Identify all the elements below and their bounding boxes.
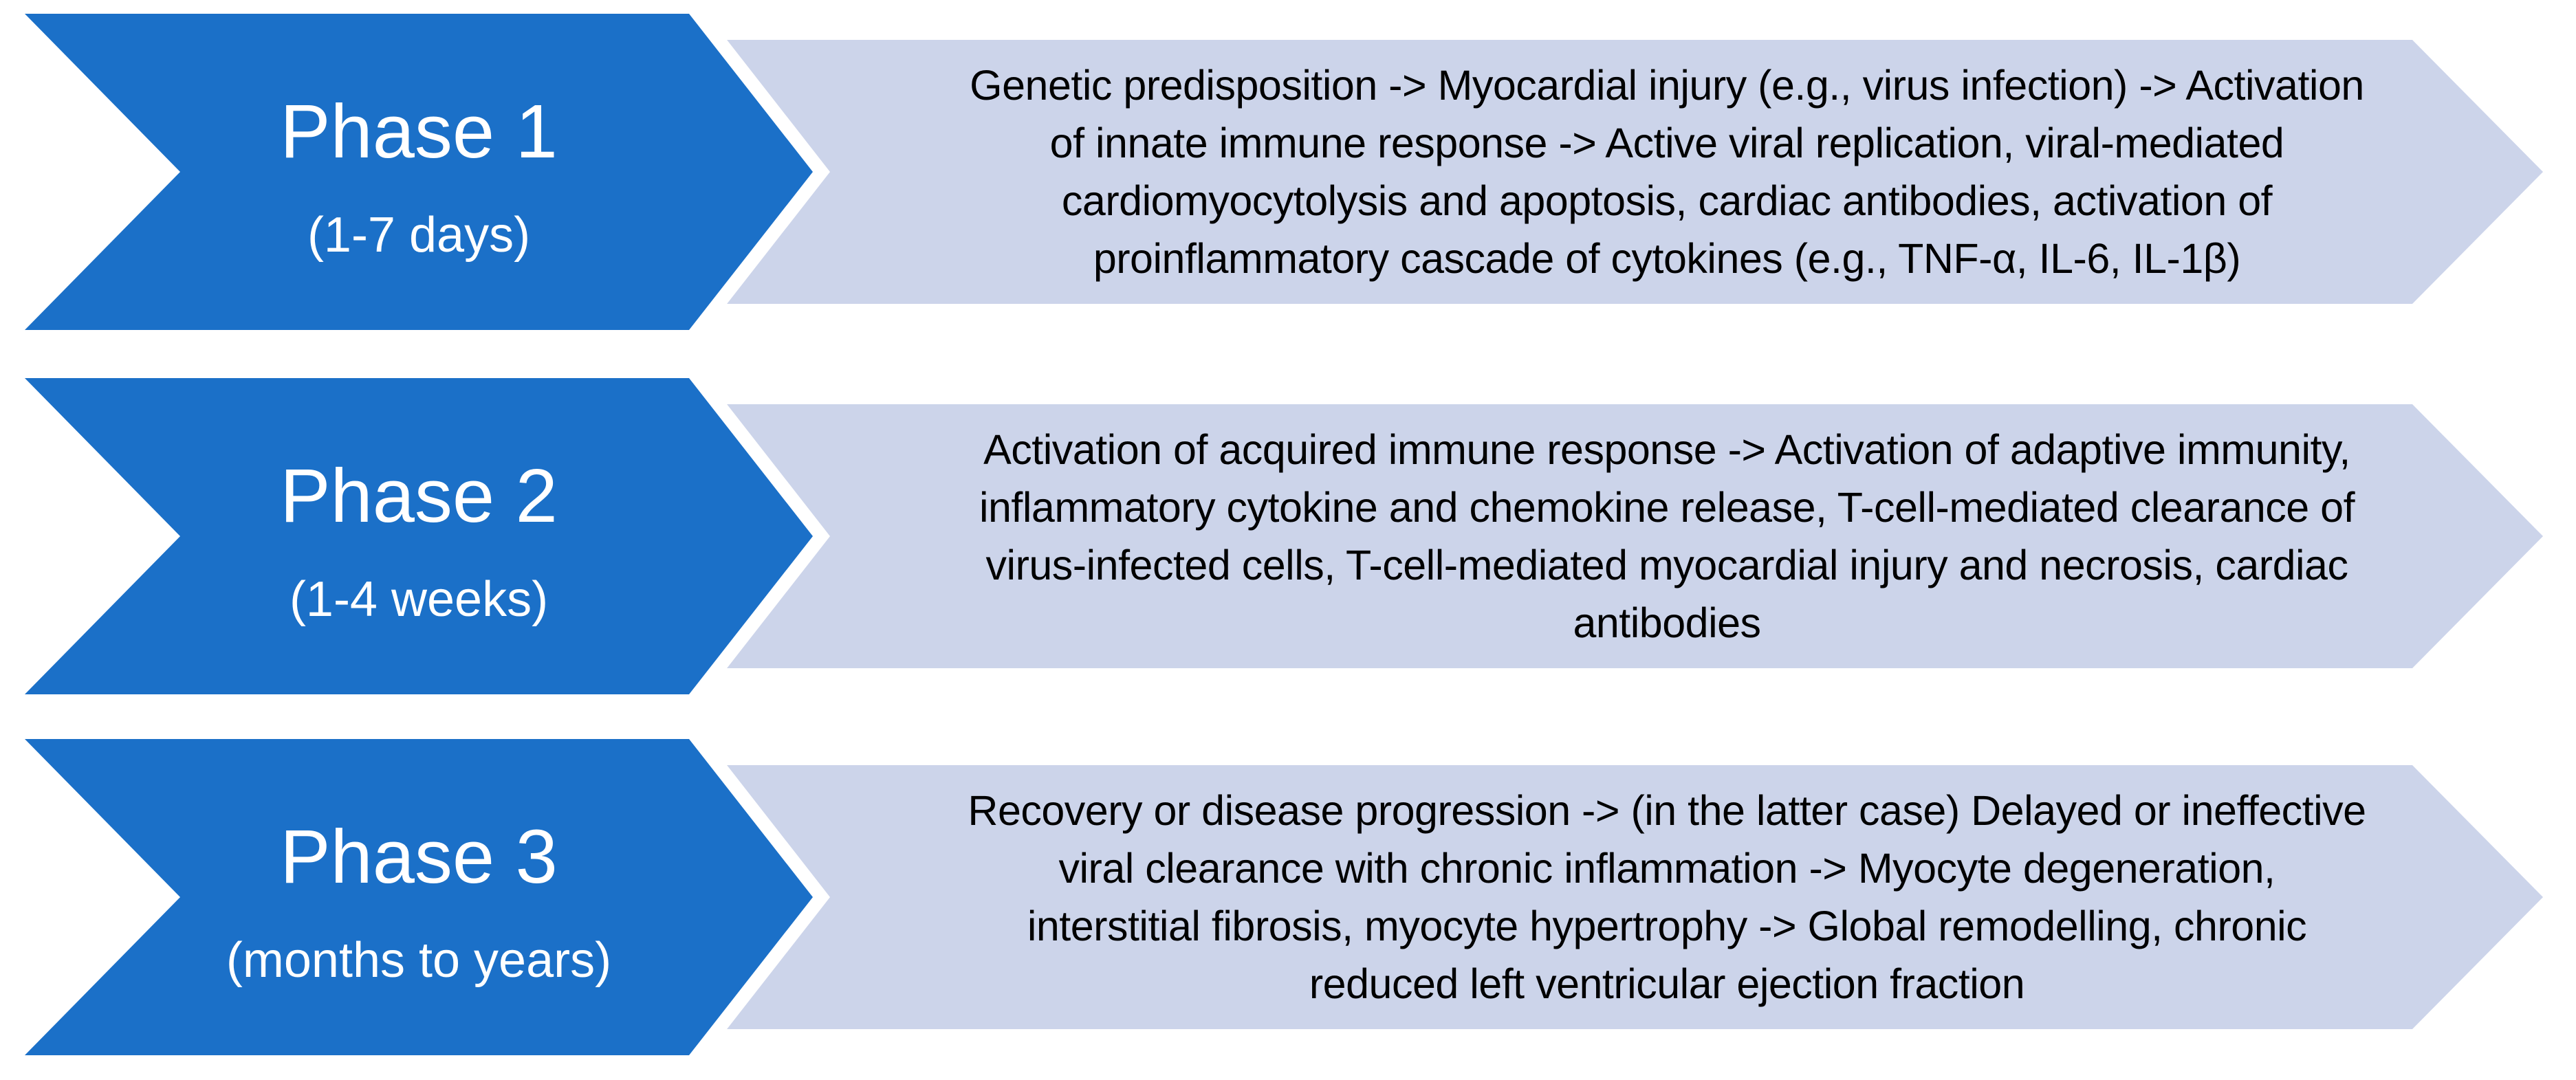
phase-3-body-arrow: Recovery or disease progression -> (in t… (706, 765, 2543, 1029)
phase-1-body-arrow: Genetic predisposition -> Myocardial inj… (706, 40, 2543, 304)
phase-3-title: Phase 3 (280, 814, 558, 899)
phase-1-title: Phase 1 (280, 89, 558, 174)
phase-2-title: Phase 2 (280, 453, 558, 538)
phase-1-row: Genetic predisposition -> Myocardial inj… (0, 14, 2576, 330)
phase-2-row: Activation of acquired immune response -… (0, 378, 2576, 694)
phase-3-duration: (months to years) (226, 932, 612, 988)
phase-2-duration: (1-4 weeks) (289, 571, 549, 627)
phase-3-row: Recovery or disease progression -> (in t… (0, 739, 2576, 1055)
phase-3-description: Recovery or disease progression -> (in t… (968, 787, 2366, 1007)
phase-1-chevron: Phase 1 (1-7 days) (25, 14, 813, 330)
phase-2-body-arrow: Activation of acquired immune response -… (706, 404, 2543, 668)
phase-1-description: Genetic predisposition -> Myocardial inj… (970, 62, 2364, 282)
phase-3-chevron: Phase 3 (months to years) (25, 739, 813, 1055)
phase-1-duration: (1-7 days) (307, 207, 531, 263)
phase-2-description: Activation of acquired immune response -… (979, 426, 2355, 646)
phase-2-chevron: Phase 2 (1-4 weeks) (25, 378, 813, 694)
